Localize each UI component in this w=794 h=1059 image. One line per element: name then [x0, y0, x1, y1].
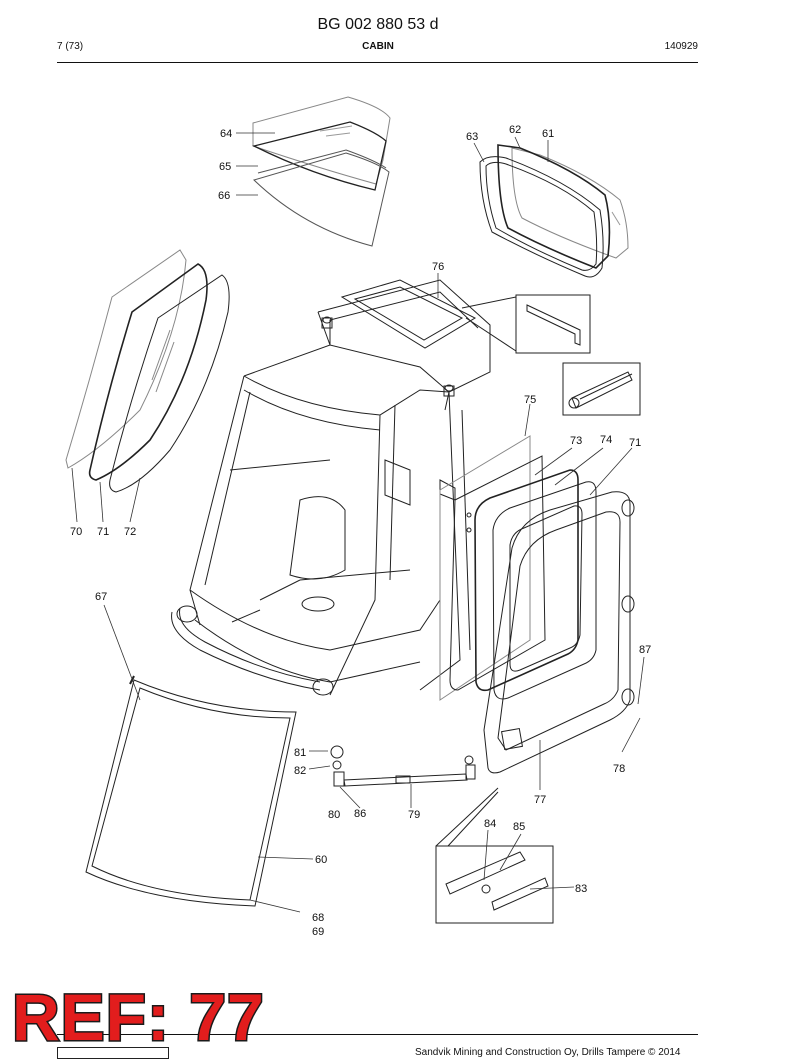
callout-87: 87 — [639, 644, 651, 656]
door-glass-71 — [492, 481, 597, 700]
roof-hatch-76 — [340, 279, 477, 349]
door-glass-73 — [449, 455, 546, 691]
callout-70: 70 — [70, 526, 82, 538]
callout-75: 75 — [524, 394, 536, 406]
callout-83: 83 — [575, 883, 587, 895]
rear-seal-62 — [497, 144, 611, 269]
section-title: CABIN — [362, 41, 394, 52]
callout-84: 84 — [484, 818, 496, 830]
callout-80: 80 — [328, 809, 340, 821]
date-code: 140929 — [664, 41, 698, 52]
rail-detail-box — [435, 787, 554, 924]
door-seal-74 — [474, 469, 579, 692]
callout-79: 79 — [408, 809, 420, 821]
left-seal-71 — [88, 263, 208, 481]
left-glass-70 — [65, 249, 187, 469]
rear-frame-63 — [479, 156, 604, 278]
callout-60: 60 — [315, 854, 327, 866]
callout-65: 65 — [219, 161, 231, 173]
reference-stamp: REF: 77 — [11, 980, 266, 1054]
callout-77: 77 — [534, 794, 546, 806]
callout-85: 85 — [513, 821, 525, 833]
footer-divider — [57, 1034, 698, 1035]
callout-67: 67 — [95, 591, 107, 603]
callout-68: 68 — [312, 912, 324, 924]
callout-71-side: 71 — [97, 526, 109, 538]
header-divider — [57, 62, 698, 63]
callout-76: 76 — [432, 261, 444, 273]
callout-71-door: 71 — [629, 437, 641, 449]
callout-73: 73 — [570, 435, 582, 447]
callout-66: 66 — [218, 190, 230, 202]
callout-81: 81 — [294, 747, 306, 759]
callout-leaders — [71, 132, 645, 913]
seal-detail-box-upper — [461, 294, 591, 354]
front-windshield — [85, 675, 297, 907]
callout-74: 74 — [600, 434, 612, 446]
callout-86: 86 — [354, 808, 366, 820]
seal-detail-box-lower — [562, 362, 641, 416]
page-reference: 7 (73) — [57, 41, 84, 52]
callout-61: 61 — [542, 128, 554, 140]
callout-64: 64 — [220, 128, 232, 140]
cabin-frame — [171, 279, 491, 696]
door-glass-75 — [439, 435, 531, 701]
left-glass-72 — [109, 274, 230, 493]
callout-62: 62 — [509, 124, 521, 136]
door-77 — [483, 491, 635, 774]
callout-78: 78 — [613, 763, 625, 775]
rear-glass-61 — [511, 147, 629, 259]
roof-glass-65 — [252, 121, 387, 191]
callout-63: 63 — [466, 131, 478, 143]
callout-82: 82 — [294, 765, 306, 777]
document-number: BG 002 880 53 d — [317, 16, 439, 33]
callout-72: 72 — [124, 526, 136, 538]
gas-strut-79 — [330, 745, 476, 787]
callout-labels: 64 65 66 63 62 61 76 75 73 74 71 70 71 7… — [70, 124, 651, 938]
callout-69: 69 — [312, 926, 324, 938]
roof-glass-66 — [253, 149, 390, 247]
